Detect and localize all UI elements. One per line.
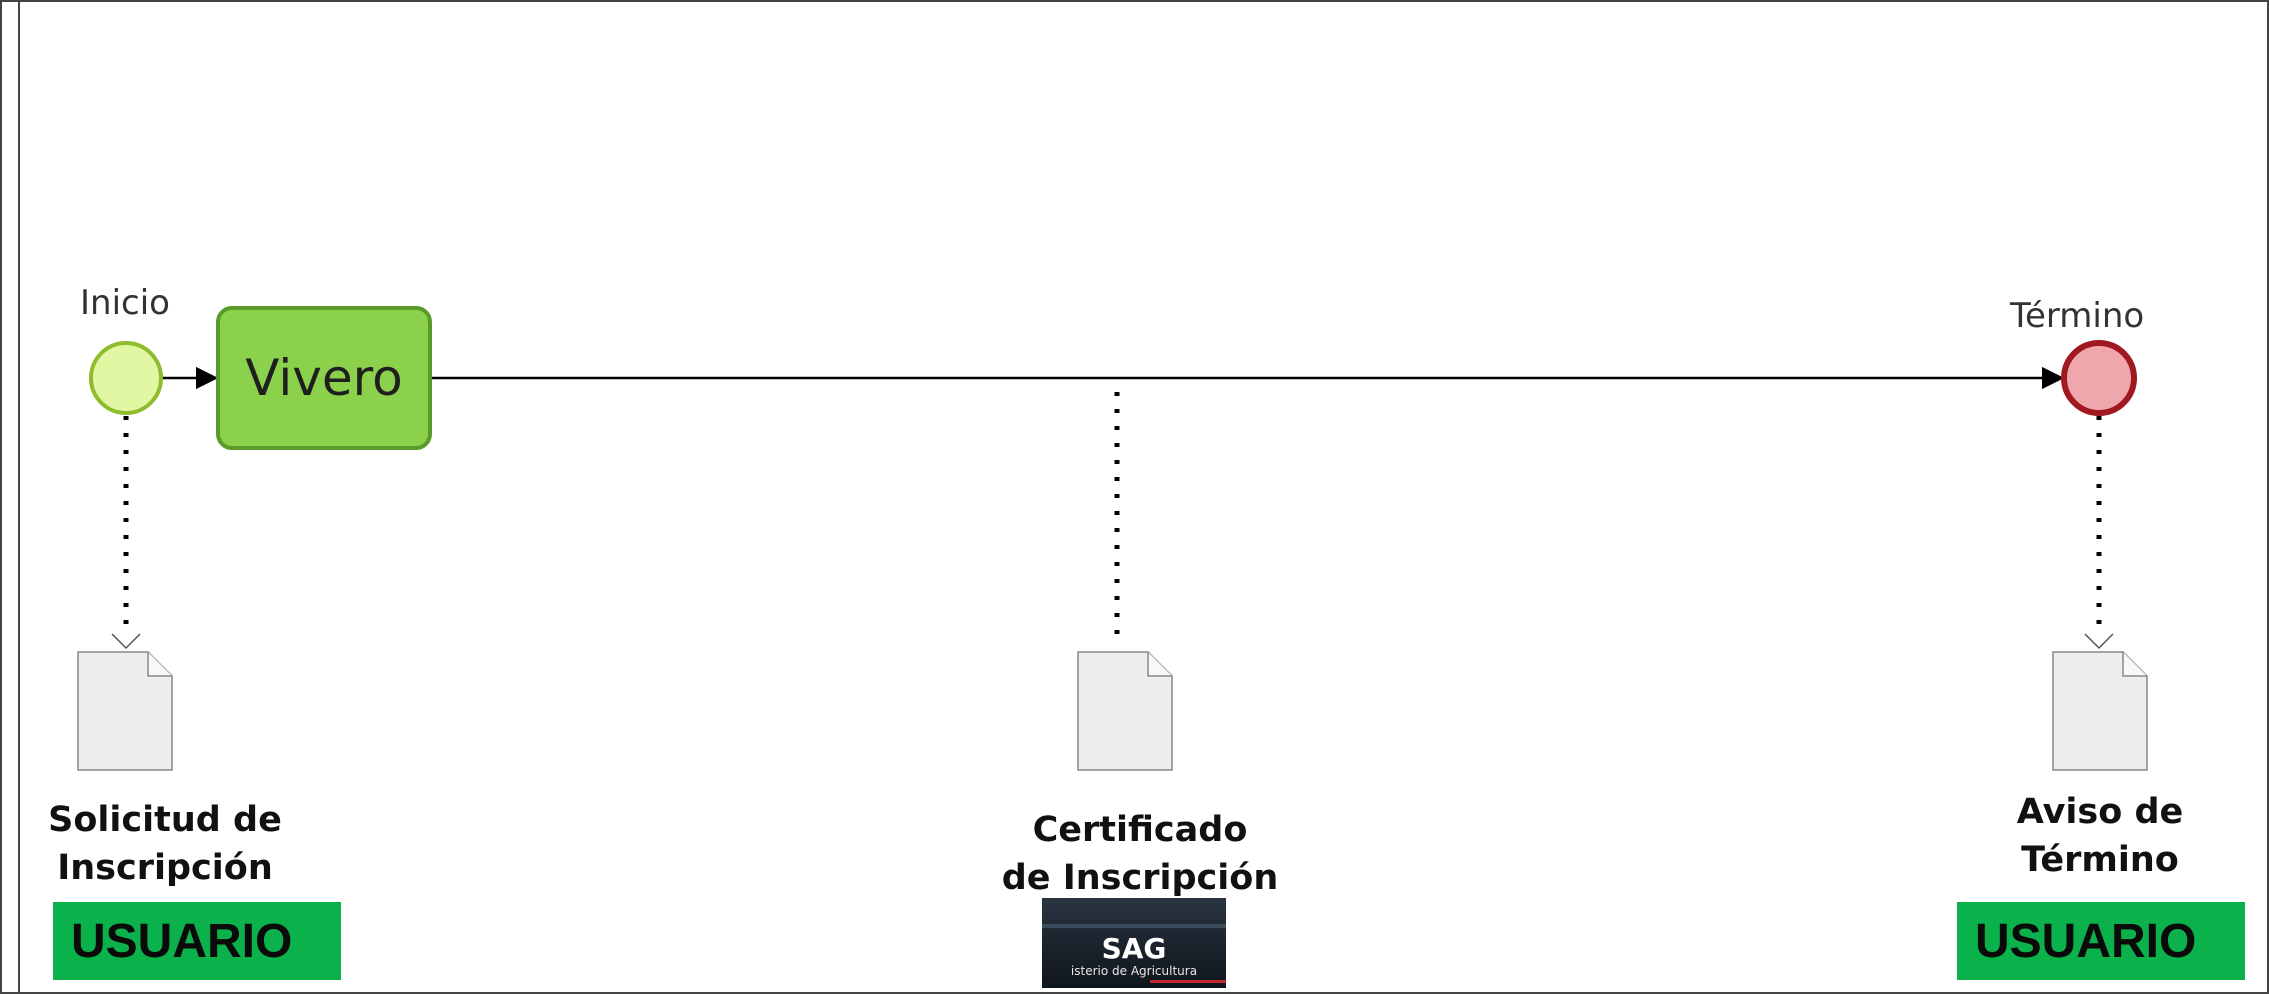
- logo-subtitle: isterio de Agricultura: [1070, 964, 1198, 978]
- logo-red-line: [1150, 980, 1226, 983]
- sag-logo: SAG isterio de Agricultura: [1042, 898, 1226, 988]
- end-event[interactable]: [2061, 340, 2137, 416]
- document-icon[interactable]: [77, 651, 173, 771]
- document-icon[interactable]: [2052, 651, 2148, 771]
- task-label: Vivero: [245, 349, 403, 407]
- logo-stripe: [1042, 924, 1226, 928]
- start-event[interactable]: [89, 341, 163, 415]
- logo-text: SAG: [1101, 932, 1167, 965]
- role-badge-left: USUARIO: [53, 902, 341, 980]
- task-vivero[interactable]: [216, 306, 432, 450]
- document-label-certificado: Certificado de Inscripción: [1001, 810, 1279, 898]
- role-badge-right: USUARIO: [1957, 902, 2245, 980]
- document-label-solicitud: Solicitud de Inscripción: [48, 800, 282, 888]
- start-event-label: Inicio: [80, 283, 170, 323]
- association-arrowhead: [2084, 633, 2114, 650]
- association-arrowhead: [111, 633, 141, 650]
- end-event-label: Término: [2010, 296, 2145, 336]
- document-icon[interactable]: [1077, 651, 1173, 771]
- document-label-aviso: Aviso de Término: [2016, 792, 2184, 880]
